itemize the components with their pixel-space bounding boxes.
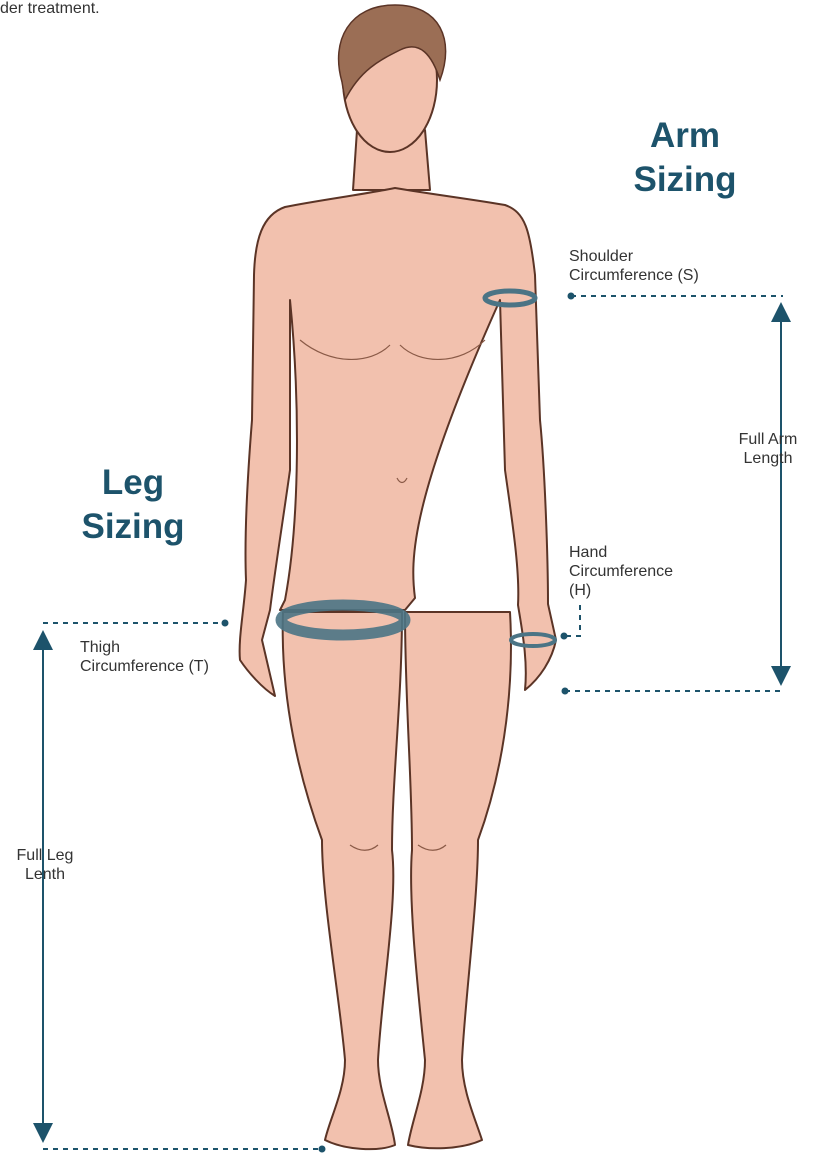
thigh-circumference-label: Thigh Circumference (T)	[80, 638, 209, 676]
shoulder-label-line2: Circumference (S)	[569, 266, 699, 285]
hand-guide-line	[566, 605, 580, 636]
thigh-label-line2: Circumference (T)	[80, 657, 209, 676]
leg-heading-line2: Sizing	[58, 505, 208, 549]
arm-length-line1: Full Arm	[708, 430, 826, 449]
hand-guide-dot	[562, 634, 567, 639]
hand-label-line2: Circumference	[569, 562, 673, 581]
leg-length-line1: Full Leg	[0, 846, 90, 865]
right-leg	[405, 612, 511, 1148]
shoulder-circumference-label: Shoulder Circumference (S)	[569, 247, 699, 285]
leg-length-line2: Lenth	[0, 865, 90, 884]
shoulder-label-line1: Shoulder	[569, 247, 699, 266]
thigh-label-line1: Thigh	[80, 638, 209, 657]
shoulder-guide-dot	[569, 294, 574, 299]
arm-heading-line2: Sizing	[610, 158, 760, 202]
leg-bottom-guide-dot	[320, 1147, 325, 1152]
thigh-guide-dot	[223, 621, 228, 626]
arm-sizing-heading: Arm Sizing	[610, 114, 760, 202]
full-leg-length-label: Full Leg Lenth	[0, 846, 90, 884]
leg-sizing-heading: Leg Sizing	[58, 461, 208, 549]
header-note: der treatment.	[0, 0, 100, 18]
hand-circumference-label: Hand Circumference (H)	[569, 543, 673, 600]
full-arm-length-label: Full Arm Length	[708, 430, 826, 468]
arm-length-line2: Length	[708, 449, 826, 468]
hand-label-line1: Hand	[569, 543, 673, 562]
left-leg	[283, 612, 402, 1149]
arm-heading-line1: Arm	[610, 114, 760, 158]
hand-label-line3: (H)	[569, 581, 673, 600]
arm-bottom-guide-dot	[563, 689, 568, 694]
human-figure	[240, 8, 556, 1149]
leg-heading-line1: Leg	[58, 461, 208, 505]
